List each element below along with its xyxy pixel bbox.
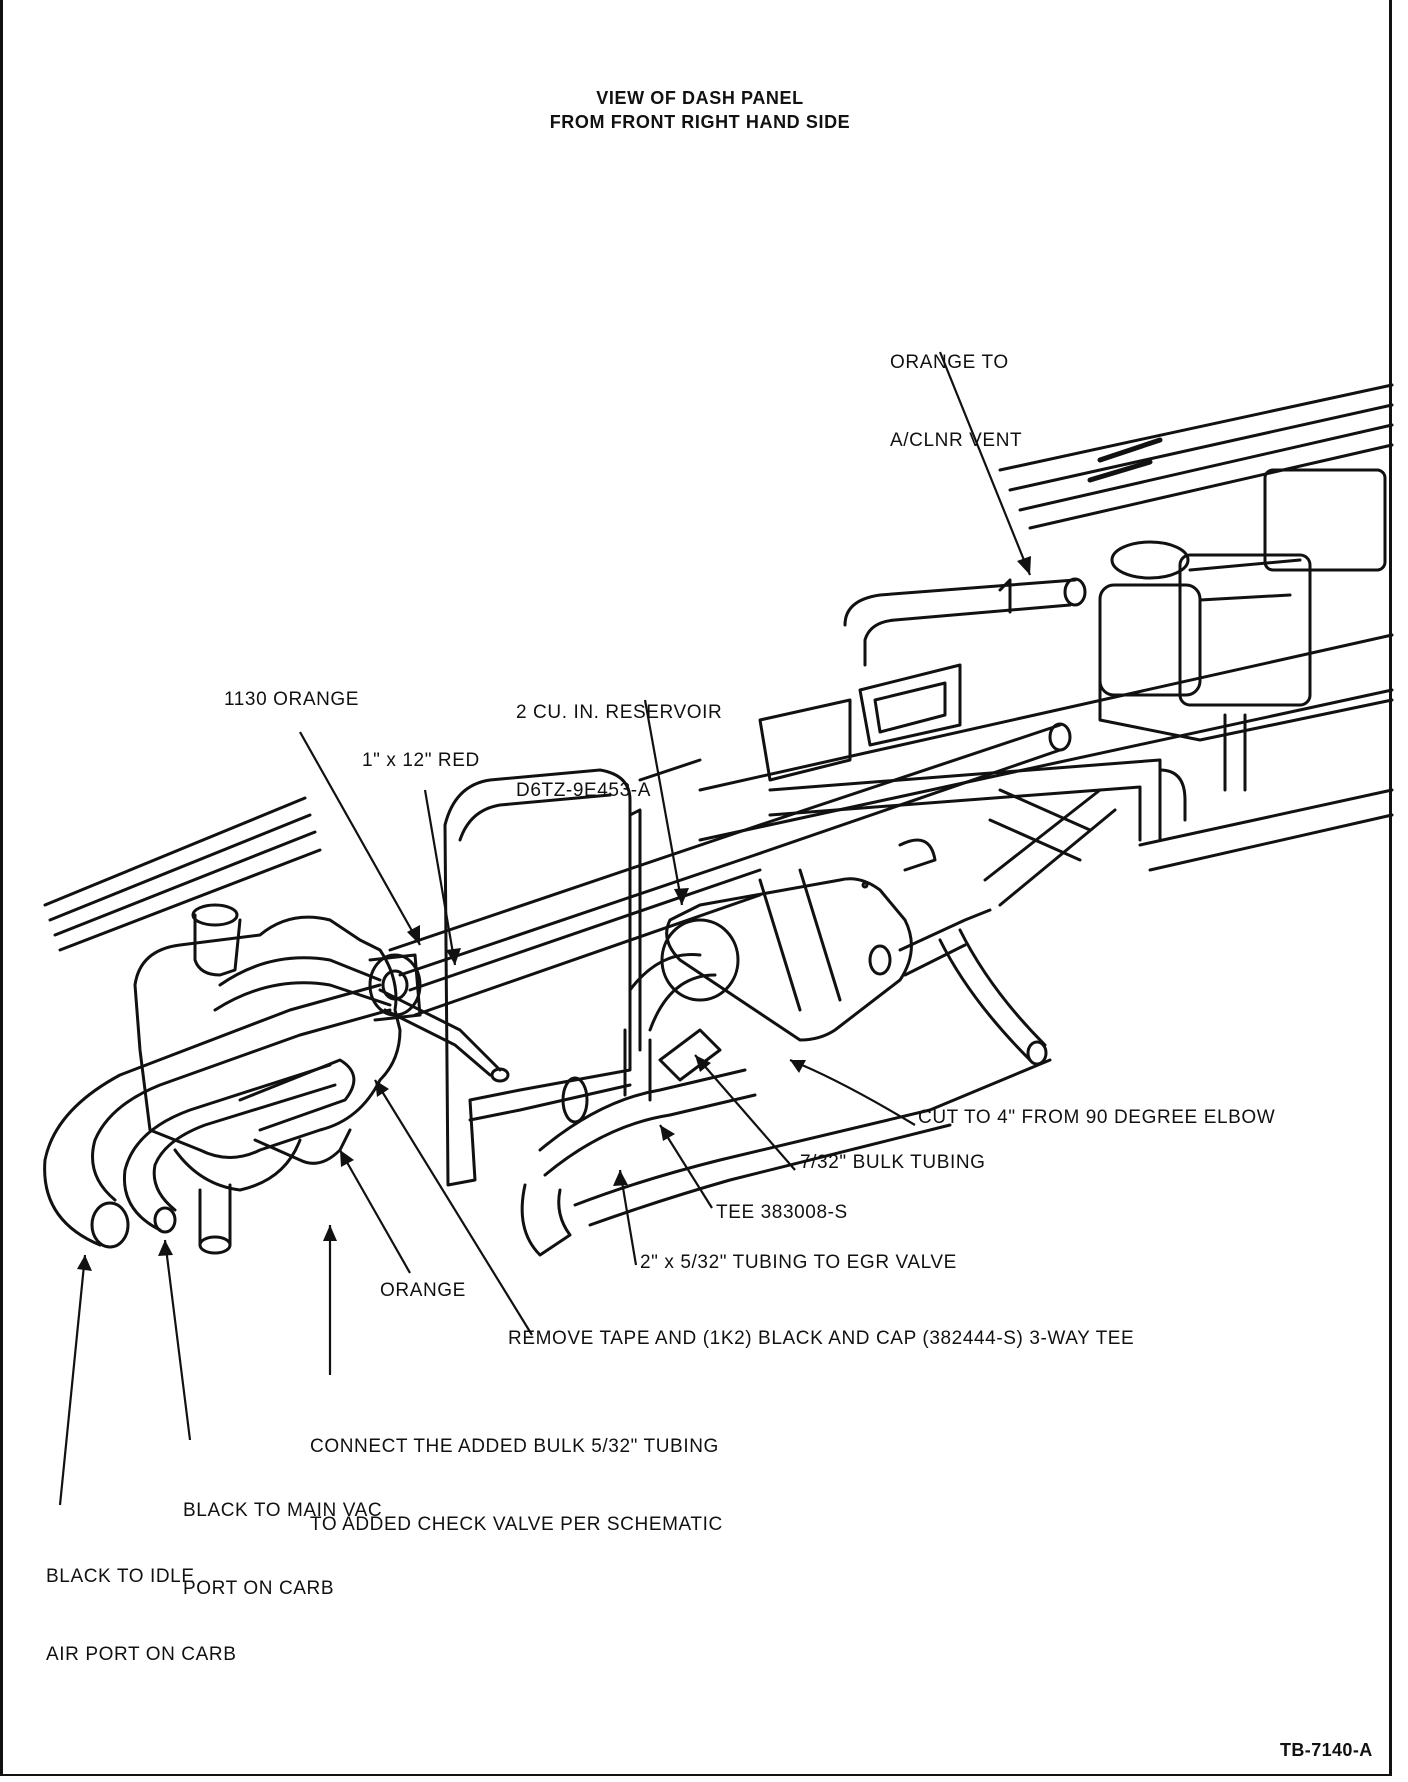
vacuum-block — [443, 768, 632, 1187]
label-reservoir: 2 CU. IN. RESERVOIR D6TZ-9E453-A — [516, 648, 722, 830]
label-reservoir-line-2: D6TZ-9E453-A — [516, 780, 651, 801]
leader-orange — [339, 1149, 411, 1274]
main-tube-upper — [388, 723, 1062, 977]
dash-edge-lines — [998, 383, 1394, 530]
leader-tee — [659, 1124, 713, 1209]
leader-bulk — [694, 1054, 796, 1171]
leader-cut — [789, 1058, 916, 1126]
label-connect-line-2: TO ADDED CHECK VALVE PER SCHEMATIC — [310, 1514, 723, 1535]
label-tee: TEE 383008-S — [716, 1202, 848, 1223]
label-red-tube: 1" x 12" RED — [362, 750, 480, 771]
leader-egr — [618, 1169, 638, 1266]
leader-remove-tape — [374, 1079, 533, 1336]
label-remove-tape: REMOVE TAPE AND (1K2) BLACK AND CAP (382… — [508, 1328, 1135, 1349]
label-1130-orange: 1130 ORANGE — [224, 689, 360, 710]
label-orange-vent-line-2: A/CLNR VENT — [890, 430, 1023, 451]
label-main-vac-line-2: PORT ON CARB — [183, 1578, 335, 1599]
label-orange-vent-line-1: ORANGE TO — [890, 352, 1009, 373]
leader-red — [423, 789, 457, 966]
leader-main-vac — [163, 1239, 192, 1441]
title-line-2: FROM FRONT RIGHT HAND SIDE — [549, 112, 851, 132]
label-connect-line-1: CONNECT THE ADDED BULK 5/32" TUBING — [310, 1436, 719, 1457]
label-orange-vent: ORANGE TO A/CLNR VENT — [890, 298, 1022, 480]
label-reservoir-line-1: 2 CU. IN. RESERVOIR — [516, 702, 723, 723]
label-idle-air: BLACK TO IDLE AIR PORT ON CARB — [46, 1512, 237, 1694]
leader-reservoir — [643, 699, 684, 906]
leader-orange-vent — [938, 351, 1032, 576]
leader-idle — [58, 1254, 87, 1506]
reservoir-body — [665, 877, 913, 1042]
label-cut-to: CUT TO 4" FROM 90 DEGREE ELBOW — [918, 1107, 1276, 1128]
solenoid-block-right — [1263, 468, 1387, 572]
label-bulk-tubing: 7/32" BULK TUBING — [800, 1152, 986, 1173]
black-tube-main-vac — [122, 1063, 337, 1232]
label-main-vac: BLACK TO MAIN VAC PORT ON CARB — [183, 1446, 382, 1628]
black-tube-idle — [43, 983, 392, 1247]
label-idle-air-line-2: AIR PORT ON CARB — [46, 1644, 237, 1665]
carb-body — [133, 915, 402, 1159]
label-main-vac-line-1: BLACK TO MAIN VAC — [183, 1500, 383, 1521]
label-egr-tubing: 2" x 5/32" TUBING TO EGR VALVE — [640, 1252, 957, 1273]
cowl-lines — [43, 796, 322, 952]
title-line-1: VIEW OF DASH PANEL — [596, 88, 804, 108]
label-connect: CONNECT THE ADDED BULK 5/32" TUBING TO A… — [310, 1382, 723, 1564]
diagram-title: VIEW OF DASH PANEL FROM FRONT RIGHT HAND… — [500, 86, 900, 134]
figure-code: TB-7140-A — [1280, 1740, 1373, 1760]
label-idle-air-line-1: BLACK TO IDLE — [46, 1566, 195, 1587]
leader-1130 — [299, 731, 421, 946]
label-orange: ORANGE — [380, 1280, 466, 1301]
